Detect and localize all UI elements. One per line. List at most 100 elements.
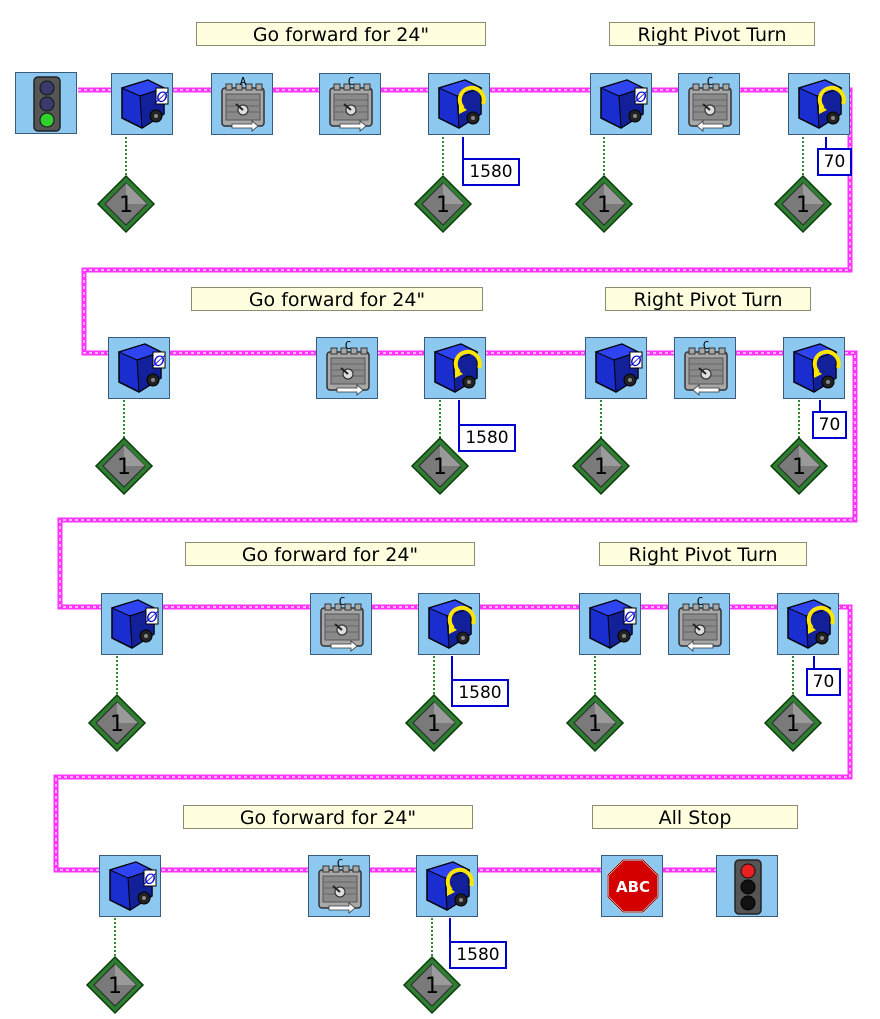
rotation-count-value[interactable]: 70 — [806, 668, 841, 696]
numeric-constant-icon[interactable]: 1 — [769, 436, 829, 496]
comment-row4-stop[interactable]: All Stop — [592, 805, 798, 829]
motor-c-forward-block[interactable]: C — [319, 73, 381, 135]
numeric-constant-icon[interactable]: 1 — [96, 174, 156, 234]
rotation-count-value[interactable]: 1580 — [451, 679, 509, 707]
numeric-constant-icon[interactable]: 1 — [763, 693, 823, 753]
comment-row3-turn[interactable]: Right Pivot Turn — [599, 542, 807, 566]
motor-block-icon: C — [675, 339, 737, 396]
rotation-sensor-reset-block[interactable] — [99, 855, 161, 917]
numeric-constant-icon[interactable]: 1 — [85, 955, 145, 1015]
wait-for-rotation-icon — [417, 856, 479, 918]
rotation-sensor-reset-icon — [112, 74, 174, 136]
rotation-sensor-reset-icon — [580, 594, 642, 656]
svg-text:C: C — [348, 75, 355, 88]
wait-rotation-block[interactable] — [783, 337, 845, 399]
wait-for-rotation-icon — [429, 74, 491, 136]
numeric-constant-icon[interactable]: 1 — [565, 693, 625, 753]
rotation-sensor-reset-block[interactable] — [585, 337, 647, 399]
rotation-sensor-reset-icon — [109, 338, 171, 400]
comment-row2-turn[interactable]: Right Pivot Turn — [605, 287, 811, 311]
rotation-sensor-reset-block[interactable] — [590, 73, 652, 135]
motor-c-forward-block[interactable]: C — [316, 337, 378, 399]
svg-text:1: 1 — [588, 712, 602, 737]
svg-text:1: 1 — [436, 193, 450, 218]
motor-a-forward-block[interactable]: A — [211, 73, 273, 135]
svg-text:1: 1 — [433, 455, 447, 480]
data-wires — [114, 137, 804, 958]
rotation-count-value[interactable]: 1580 — [458, 424, 516, 452]
comment-row2-forward[interactable]: Go forward for 24" — [191, 287, 483, 311]
rotation-sensor-reset-icon — [100, 856, 162, 918]
svg-text:1: 1 — [792, 455, 806, 480]
wait-for-rotation-icon — [784, 338, 846, 400]
numeric-constant-icon[interactable]: 1 — [773, 174, 833, 234]
wait-rotation-block[interactable] — [428, 73, 490, 135]
rotation-sensor-reset-block[interactable] — [108, 337, 170, 399]
svg-text:1: 1 — [119, 193, 133, 218]
wait-rotation-block[interactable] — [416, 855, 478, 917]
rotation-sensor-reset-block[interactable] — [579, 593, 641, 655]
traffic-light-stop-icon — [734, 859, 762, 915]
svg-text:ABC: ABC — [616, 878, 650, 896]
svg-text:1: 1 — [594, 455, 608, 480]
motor-block-icon: C — [320, 75, 382, 132]
start-block[interactable] — [15, 72, 77, 134]
rotation-sensor-reset-icon — [591, 74, 653, 136]
svg-text:1: 1 — [796, 193, 810, 218]
svg-text:C: C — [703, 339, 710, 352]
rotation-count-value[interactable]: 1580 — [462, 158, 520, 186]
motor-c-reverse-block[interactable]: C — [674, 337, 736, 399]
wait-for-rotation-icon — [419, 594, 481, 656]
numeric-constant-icon[interactable]: 1 — [571, 436, 631, 496]
svg-text:C: C — [339, 595, 346, 608]
numeric-constant-icon[interactable]: 1 — [402, 955, 462, 1015]
svg-text:1: 1 — [108, 974, 122, 999]
rotation-count-value[interactable]: 1580 — [449, 941, 507, 969]
rotation-sensor-reset-block[interactable] — [111, 73, 173, 135]
wait-for-rotation-icon — [778, 594, 840, 656]
numeric-constant-icon[interactable]: 1 — [94, 436, 154, 496]
motor-c-reverse-block[interactable]: C — [678, 73, 740, 135]
numeric-constant-icon[interactable]: 1 — [410, 436, 470, 496]
comment-row3-forward[interactable]: Go forward for 24" — [185, 542, 475, 566]
traffic-light-go-icon — [33, 76, 61, 132]
svg-text:C: C — [337, 857, 344, 870]
comment-row1-forward[interactable]: Go forward for 24" — [196, 22, 486, 46]
motor-c-forward-block[interactable]: C — [308, 855, 370, 917]
wait-for-rotation-icon — [425, 338, 487, 400]
wait-rotation-block[interactable] — [788, 73, 850, 135]
wait-rotation-block[interactable] — [418, 593, 480, 655]
numeric-constant-icon[interactable]: 1 — [87, 693, 147, 753]
motor-c-forward-block[interactable]: C — [310, 593, 372, 655]
numeric-constant-icon[interactable]: 1 — [574, 174, 634, 234]
svg-text:C: C — [697, 595, 704, 608]
sequence-wire — [53, 87, 858, 873]
comment-row4-forward[interactable]: Go forward for 24" — [183, 805, 473, 829]
wait-rotation-block[interactable] — [777, 593, 839, 655]
comment-row1-turn[interactable]: Right Pivot Turn — [609, 22, 815, 46]
end-block[interactable] — [716, 855, 778, 917]
wait-rotation-block[interactable] — [424, 337, 486, 399]
motor-block-icon: C — [309, 857, 371, 914]
numeric-constant-icon[interactable]: 1 — [404, 693, 464, 753]
numeric-constant-icon[interactable]: 1 — [413, 174, 473, 234]
rotation-count-value[interactable]: 70 — [812, 411, 847, 439]
svg-text:1: 1 — [597, 193, 611, 218]
svg-text:C: C — [345, 339, 352, 352]
wait-for-rotation-icon — [789, 74, 851, 136]
svg-text:A: A — [240, 75, 247, 88]
svg-text:1: 1 — [117, 455, 131, 480]
svg-text:1: 1 — [427, 712, 441, 737]
rotation-sensor-reset-block[interactable] — [101, 593, 163, 655]
motor-block-icon: C — [311, 595, 373, 652]
rotation-count-value[interactable]: 70 — [817, 148, 852, 176]
svg-text:1: 1 — [425, 974, 439, 999]
motor-block-icon: C — [317, 339, 379, 396]
motor-c-reverse-block[interactable]: C — [668, 593, 730, 655]
svg-text:1: 1 — [110, 712, 124, 737]
stop-sign-icon: ABC — [607, 859, 659, 913]
rotation-sensor-reset-icon — [586, 338, 648, 400]
motor-block-icon: C — [669, 595, 731, 652]
stop-block[interactable]: ABC — [601, 855, 663, 917]
